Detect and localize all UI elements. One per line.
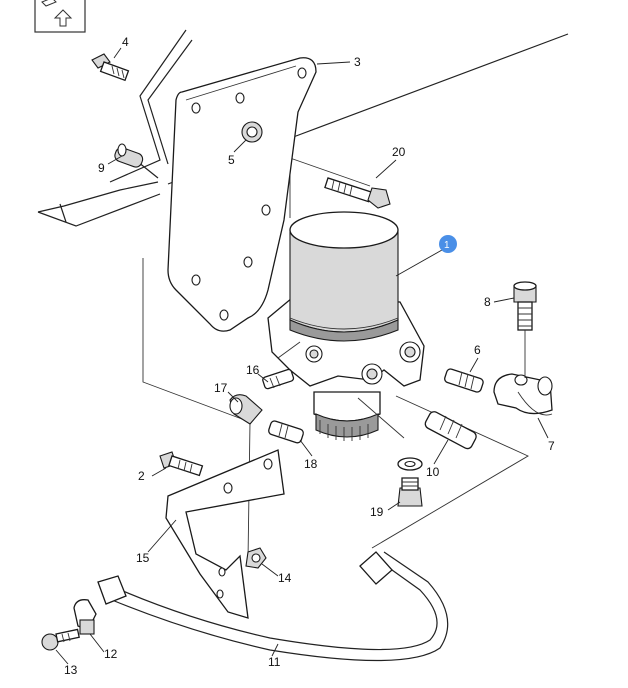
clamp-12: [73, 599, 97, 635]
callout-label: 12: [104, 647, 118, 661]
guide-line-19: [357, 397, 405, 439]
fitting-6: [444, 368, 484, 393]
bolt-2: [159, 451, 204, 477]
guide-line-10: [371, 395, 529, 549]
mounting-bracket-plate: [167, 57, 317, 332]
highlight-badge[interactable]: [439, 235, 457, 253]
callout-labels: 1 2 3 4 5 6 7 8 9 10 11 12 13 14 15 16 1…: [64, 35, 555, 677]
callout-label: 6: [474, 343, 481, 357]
callout-label: 18: [304, 457, 318, 471]
callout-label: 10: [426, 465, 440, 479]
fitting-10: [424, 411, 477, 450]
banjo-bolt-8: [513, 281, 537, 378]
callout-label: 7: [548, 439, 555, 453]
fitting-16: [262, 368, 295, 390]
callout-label: 20: [392, 145, 406, 159]
callout-label: 19: [370, 505, 384, 519]
air-dryer-assembly: [267, 211, 425, 441]
callout-label: 8: [484, 295, 491, 309]
seal-plug-19: [397, 457, 423, 507]
bolt-20: [324, 177, 391, 209]
callout-leaders: [55, 47, 549, 665]
nut-5: [241, 121, 263, 143]
callout-label: 13: [64, 663, 78, 677]
callout-label: 2: [138, 469, 145, 483]
fitting-18: [268, 420, 304, 444]
callout-label: 3: [354, 55, 361, 69]
elbow-fitting-7: [493, 373, 553, 416]
callout-label: 1: [444, 240, 450, 251]
bolt-4: [91, 53, 130, 82]
callout-label: 9: [98, 161, 105, 175]
callout-label: 5: [228, 153, 235, 167]
callout-label: 14: [278, 571, 292, 585]
edit-share-icon[interactable]: [34, 0, 86, 33]
callout-label: 4: [122, 35, 129, 49]
nut-14: [245, 547, 267, 569]
callout-label: 15: [136, 551, 150, 565]
bolt-13: [41, 628, 80, 651]
callout-label: 16: [246, 363, 260, 377]
callout-label: 17: [214, 381, 228, 395]
elbow-fitting-17: [229, 394, 263, 425]
pipe-11: [97, 551, 449, 662]
lower-bracket-15: [165, 449, 285, 619]
spacer-9: [114, 143, 144, 168]
callout-label: 11: [268, 655, 281, 669]
